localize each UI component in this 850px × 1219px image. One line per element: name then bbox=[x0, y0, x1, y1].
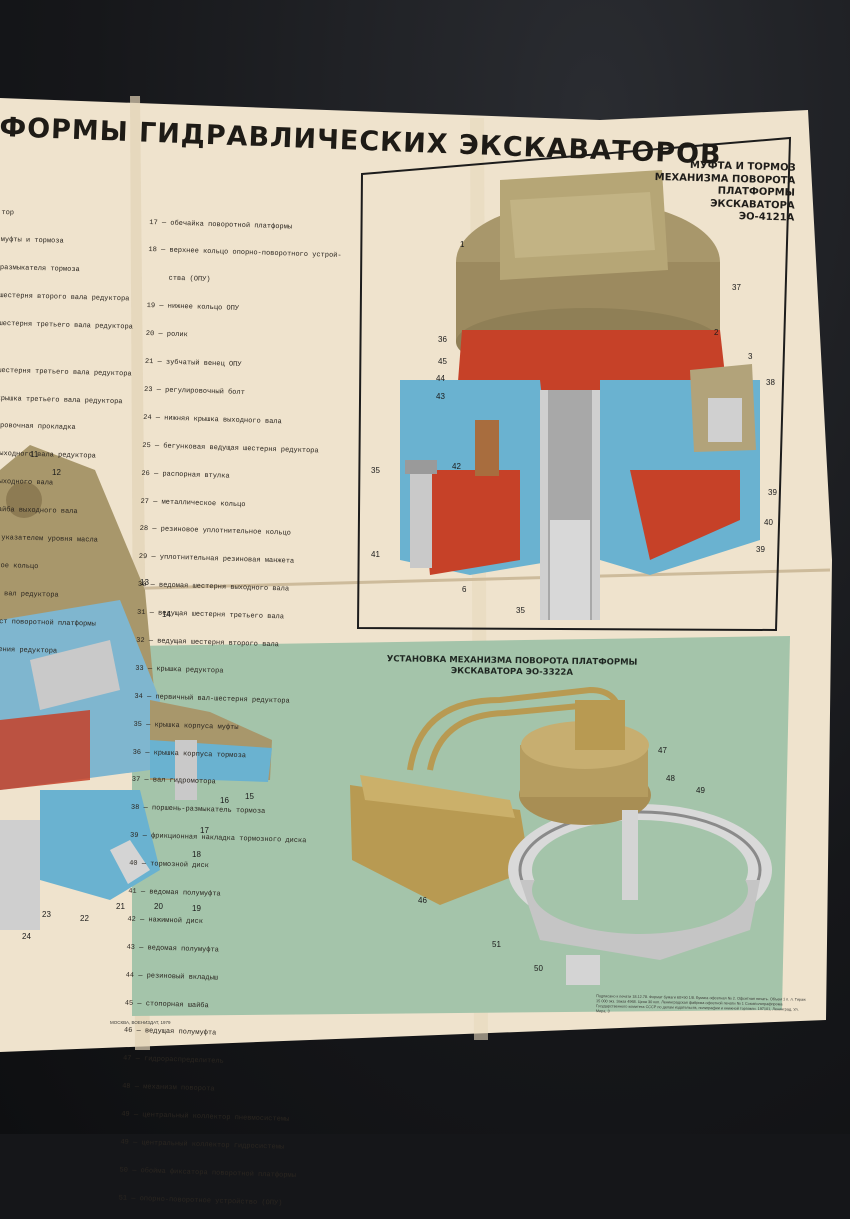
legend-item: 23 — регулировочный болт bbox=[143, 385, 245, 398]
legend-item: 49 — центральный коллектор гидросистемы bbox=[120, 1138, 285, 1152]
legend-item: 29 — уплотнительная резиновая манжета bbox=[138, 553, 295, 566]
callout: 3 bbox=[748, 352, 753, 361]
callout: 15 bbox=[245, 792, 254, 801]
legend-item: 42 — нажимной диск bbox=[127, 915, 204, 926]
legend-item: 27 — металлическое кольцо bbox=[140, 497, 246, 509]
callout: 36 bbox=[438, 335, 447, 344]
imprint-text: Подписано к печати 18.12.78. Формат бума… bbox=[595, 994, 806, 1014]
callout: 1 bbox=[460, 240, 465, 249]
callout: 20 bbox=[154, 902, 163, 911]
legend-item: 20 — ролик bbox=[145, 330, 188, 340]
callout: 18 bbox=[192, 850, 201, 859]
legend-item: 49 — центральный коллектор пневмосистемы bbox=[121, 1110, 290, 1124]
callout: 23 bbox=[42, 910, 51, 919]
callout: 46 bbox=[418, 896, 427, 905]
callout: 35 bbox=[371, 466, 380, 475]
legend-item: 45 — стопорная шайба bbox=[124, 999, 209, 1010]
legend-item: крышка третьего вала редуктора bbox=[0, 394, 123, 406]
callout: 48 bbox=[666, 774, 675, 783]
legend-item: муфты и тормоза bbox=[0, 236, 64, 247]
legend-item: 33 — крышка редуктора bbox=[135, 664, 224, 676]
callout: 43 bbox=[436, 392, 445, 401]
legend-item: шестерня третьего вала редуктора bbox=[0, 320, 133, 332]
legend-item: 30 — ведомая шестерня выходного вала bbox=[137, 580, 290, 594]
legend-item: выходного вала bbox=[0, 478, 54, 488]
legend-item: 37 — вал гидромотора bbox=[131, 776, 216, 787]
callout: 19 bbox=[192, 904, 201, 913]
legend-item: 21 — зубчатый венец ОПУ bbox=[144, 357, 242, 369]
legend-item: 18 — верхнее кольцо опорно-поворотного у… bbox=[148, 246, 342, 261]
callout: 2 bbox=[714, 328, 719, 337]
callout: 42 bbox=[452, 462, 461, 471]
legend-item: шайба выходного вала bbox=[0, 505, 78, 517]
legend-item: выходного вала редуктора bbox=[0, 450, 96, 461]
legend-item: 51 — опорно-поворотное устройство (ОПУ) bbox=[118, 1194, 283, 1208]
technical-poster-photo bbox=[0, 96, 832, 1052]
publisher-text: МОСКВА, ВОЕНИЗДАТ, 1979 bbox=[110, 1020, 171, 1025]
callout: 39 bbox=[768, 488, 777, 497]
legend-item: 38 — поршень-размыкатель тормоза bbox=[130, 803, 266, 817]
legend-item: 26 — распорная втулка bbox=[141, 469, 230, 481]
callout: 45 bbox=[438, 357, 447, 366]
legend-item: вное кольцо bbox=[0, 561, 39, 571]
legend-item: 32 — ведущая шестерня второго вала bbox=[136, 636, 280, 650]
callout: 50 bbox=[534, 964, 543, 973]
callout: 22 bbox=[80, 914, 89, 923]
legend-item: пления редуктора bbox=[0, 645, 58, 656]
callout: 6 bbox=[462, 585, 467, 594]
callout: 24 bbox=[22, 932, 31, 941]
legend-item: 47 — гидрораспределитель bbox=[122, 1054, 224, 1067]
legend-item: 46 — ведущая полумуфта bbox=[123, 1027, 217, 1038]
legend-item: 24 — нижняя крышка выходного вала bbox=[143, 413, 282, 427]
callout: 51 bbox=[492, 940, 501, 949]
legend-item: размыкателя тормоза bbox=[0, 264, 80, 275]
legend-item: 39 — фрикционная накладка тормозного дис… bbox=[129, 831, 307, 846]
callout: 44 bbox=[436, 374, 445, 383]
legend-item: 34 — первичный вал-шестерня редуктора bbox=[134, 692, 290, 706]
legend-right: 17 — обечайка поворотной платформы 18 — … bbox=[118, 200, 343, 1219]
callout: 13 bbox=[140, 578, 149, 587]
box1-title: МУФТА И ТОРМОЗ МЕХАНИЗМА ПОВОРОТА ПЛАТФО… bbox=[654, 159, 796, 224]
callout: 35 bbox=[516, 606, 525, 615]
legend-item: ства (ОПУ) bbox=[147, 274, 211, 285]
callout: 14 bbox=[162, 610, 171, 619]
callout: 41 bbox=[371, 550, 380, 559]
legend-item: ировочная прокладка bbox=[0, 422, 76, 433]
callout: 17 bbox=[200, 826, 209, 835]
callout: 38 bbox=[766, 378, 775, 387]
legend-item: 19 — нижнее кольцо ОПУ bbox=[146, 302, 240, 314]
legend-item: с указателем уровня масла bbox=[0, 533, 98, 545]
legend-item bbox=[0, 348, 132, 352]
legend-item: тор bbox=[1, 208, 15, 217]
legend-item: 17 — обечайка поворотной платформы bbox=[149, 218, 293, 232]
legend-item: шестерня второго вала редуктора bbox=[0, 292, 130, 304]
legend-item: 25 — бегунковая ведущая шестерня редукто… bbox=[142, 441, 319, 456]
legend-left: тор муфты и тормоза размыкателя тормоза … bbox=[0, 190, 136, 667]
callout: 39 bbox=[756, 545, 765, 554]
legend-item: 44 — резиновый вкладыш bbox=[125, 971, 219, 983]
legend-item: 28 — резиновое уплотнительное кольцо bbox=[139, 525, 291, 538]
box2-title: УСТАНОВКА МЕХАНИЗМА ПОВОРОТА ПЛАТФОРМЫ Э… bbox=[386, 654, 638, 678]
legend-item: 48 — механизм поворота bbox=[122, 1082, 215, 1094]
legend-item: 41 — ведомая полумуфта bbox=[128, 887, 221, 899]
legend-item: 36 — крышка корпуса тормоза bbox=[132, 748, 247, 760]
callout: 47 bbox=[658, 746, 667, 755]
callout: 49 bbox=[696, 786, 705, 795]
callout: 21 bbox=[116, 902, 125, 911]
box1-frame bbox=[356, 136, 792, 632]
legend-item: 50 — обойма фиксатора поворотной платфор… bbox=[119, 1166, 296, 1180]
callout: 11 bbox=[30, 450, 39, 459]
legend-item: ий вал редуктора bbox=[3, 589, 59, 600]
legend-item: шестерня третьего вала редуктора bbox=[0, 366, 132, 379]
callout: 37 bbox=[732, 283, 741, 292]
legend-item: 40 — тормозной диск bbox=[129, 859, 210, 871]
callout: 40 bbox=[764, 518, 773, 527]
callout: 12 bbox=[52, 468, 61, 477]
legend-item: 35 — крышка корпуса муфты bbox=[133, 720, 239, 732]
callout: 16 bbox=[220, 796, 229, 805]
legend-item: 43 — ведомая полумуфта bbox=[126, 943, 220, 955]
legend-item: лист поворотной платформы bbox=[0, 617, 96, 629]
